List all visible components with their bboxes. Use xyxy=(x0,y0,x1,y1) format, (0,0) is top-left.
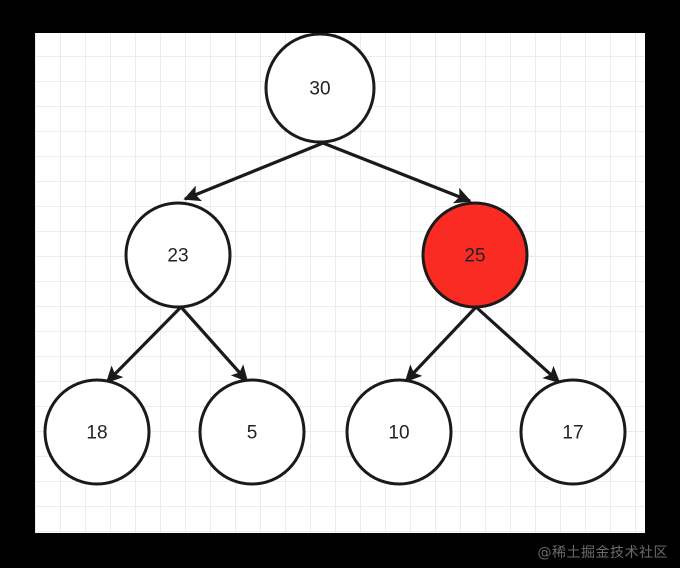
tree-node-5[interactable]: 5 xyxy=(198,378,306,486)
tree-node-circle-25[interactable] xyxy=(421,201,529,309)
tree-node-circle-10[interactable] xyxy=(345,378,453,486)
tree-node-10[interactable]: 10 xyxy=(345,378,453,486)
tree-node-17[interactable]: 17 xyxy=(519,378,627,486)
binary-tree-svg: 30 23 25 18 5 10 17 xyxy=(43,33,627,486)
tree-nodes: 30 23 25 18 5 10 17 xyxy=(43,33,627,486)
tree-node-circle-18[interactable] xyxy=(43,378,151,486)
tree-node-23[interactable]: 23 xyxy=(124,201,232,309)
tree-node-circle-23[interactable] xyxy=(124,201,232,309)
tree-edge-n25-to-n10 xyxy=(404,305,478,383)
tree-node-label-23: 23 xyxy=(167,246,188,267)
tree-node-18[interactable]: 18 xyxy=(43,378,151,486)
tree-node-30[interactable]: 30 xyxy=(264,33,376,144)
tree-node-circle-30[interactable] xyxy=(264,33,376,144)
watermark-label: @稀土掘金技术社区 xyxy=(537,545,668,561)
tree-node-25[interactable]: 25 xyxy=(421,201,529,309)
tree-node-label-10: 10 xyxy=(388,423,409,444)
tree-edge-n23-to-n18 xyxy=(105,305,183,384)
diagram-canvas: 30 23 25 18 5 10 17 xyxy=(35,33,645,533)
tree-edge-n25-to-n17 xyxy=(474,305,561,384)
tree-edge-n30-to-n23 xyxy=(183,141,324,202)
tree-edge-n30-to-n25 xyxy=(322,141,472,204)
tree-node-label-17: 17 xyxy=(562,423,583,444)
tree-node-label-5: 5 xyxy=(247,423,258,444)
tree-node-label-30: 30 xyxy=(309,79,330,100)
tree-node-circle-17[interactable] xyxy=(519,378,627,486)
tree-edges xyxy=(105,141,561,384)
tree-node-label-25: 25 xyxy=(464,246,485,267)
tree-node-label-18: 18 xyxy=(86,423,107,444)
tree-edge-n23-to-n5 xyxy=(179,305,249,383)
tree-node-circle-5[interactable] xyxy=(198,378,306,486)
